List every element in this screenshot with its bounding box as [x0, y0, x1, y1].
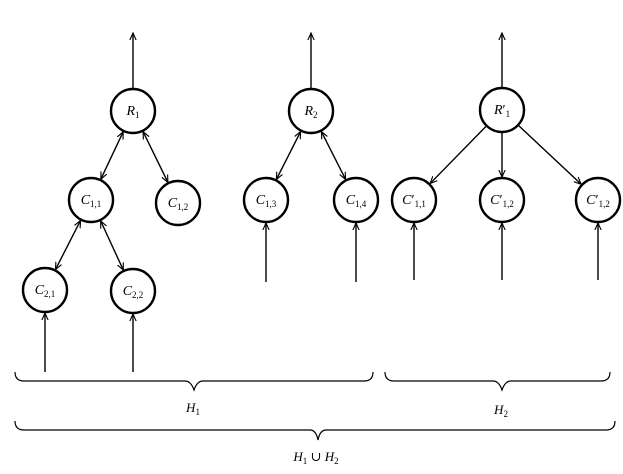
node-label: C′1,1 — [402, 193, 426, 209]
node-label: C′1,2 — [490, 193, 514, 209]
node-label: C1,3 — [256, 193, 277, 209]
group-label-h1-union-h2: H1 ∪ H2 — [292, 449, 338, 466]
node-circle — [287, 87, 335, 135]
group-label-h2: H2 — [493, 402, 508, 419]
edge-c11-c22 — [100, 221, 124, 270]
edge-r2-c14 — [320, 132, 347, 180]
node-label: C1,1 — [81, 193, 102, 209]
node-circle — [332, 176, 380, 224]
node-c21: C2,1 — [21, 266, 69, 314]
node-label: C′1,2 — [586, 193, 610, 209]
brace-h2 — [384, 371, 611, 392]
node-circle — [242, 176, 290, 224]
node-circle — [109, 267, 157, 315]
node-r2: R2 — [287, 87, 335, 135]
node-circle — [478, 176, 526, 224]
group-label-h1: H1 — [185, 400, 200, 417]
edge-r1p-c12p_b — [518, 125, 581, 185]
node-c22: C2,2 — [109, 267, 157, 315]
brace-h1-union-h2 — [14, 420, 616, 441]
node-c11: C1,1 — [67, 176, 115, 224]
node-c11p: C′1,1 — [390, 176, 438, 224]
node-c12p_a: C′1,2 — [478, 176, 526, 224]
edge-r1p-c11p — [430, 125, 487, 183]
brace-h1 — [14, 371, 374, 392]
edge-r2-c13 — [275, 132, 302, 180]
node-circle — [67, 176, 115, 224]
node-circle — [109, 87, 157, 135]
edges-layer — [45, 33, 598, 372]
edge-r1-c11 — [100, 132, 124, 179]
node-label: C1,2 — [168, 196, 189, 212]
node-circle — [390, 176, 438, 224]
node-circle — [21, 266, 69, 314]
node-r1p: R′1 — [478, 86, 526, 134]
node-circle — [154, 179, 202, 227]
node-label: C2,2 — [123, 284, 144, 300]
node-label: C1,4 — [346, 193, 367, 209]
edge-c11-c21 — [55, 220, 80, 269]
node-circle — [478, 86, 526, 134]
node-circle — [574, 176, 622, 224]
node-label: C2,1 — [35, 283, 56, 299]
node-r1: R1 — [109, 87, 157, 135]
node-c13: C1,3 — [242, 176, 290, 224]
node-c12p_b: C′1,2 — [574, 176, 622, 224]
node-label: R′1 — [493, 103, 510, 119]
node-c14: C1,4 — [332, 176, 380, 224]
node-label: R2 — [303, 104, 317, 120]
node-label: R1 — [125, 104, 139, 120]
node-c12: C1,2 — [154, 179, 202, 227]
edge-r1-c12 — [142, 132, 169, 183]
